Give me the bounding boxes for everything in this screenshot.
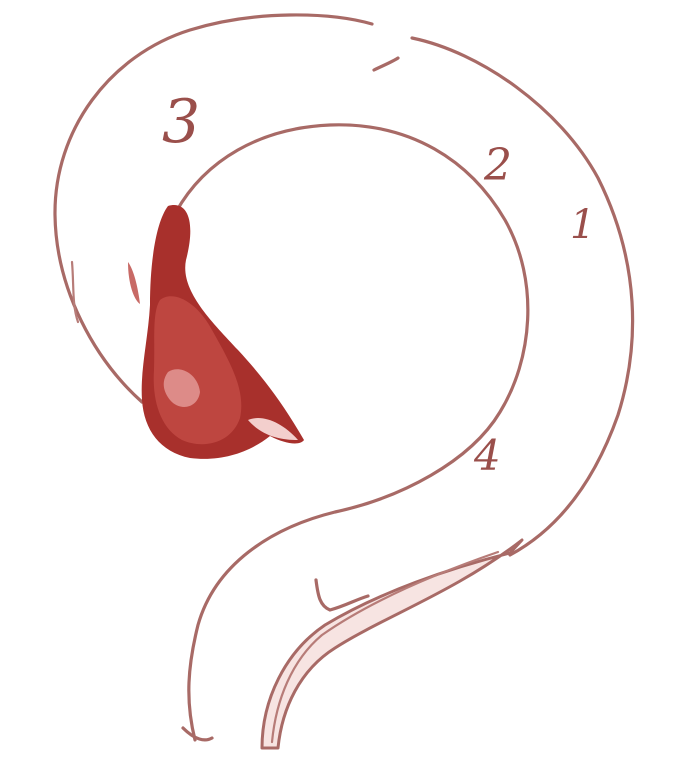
label-3: 3: [162, 87, 200, 157]
label-4: 4: [473, 431, 501, 480]
red-mass-mid: [153, 296, 242, 445]
outer-loop-fragment: [372, 56, 400, 72]
lower-stem-inner-line: [270, 550, 500, 744]
stem-side-branch: [314, 578, 370, 612]
label-1: 1: [570, 202, 595, 248]
label-2: 2: [483, 140, 512, 191]
inner-loop-outline: [174, 123, 530, 742]
outer-loop-outline-right: [410, 36, 635, 557]
left-thin-contour: [70, 260, 80, 324]
red-mass-highlight: [163, 369, 200, 407]
red-mass-tuft: [128, 262, 140, 304]
outer-loop-outline: [53, 13, 374, 404]
inner-loop-terminal-hook: [181, 726, 214, 742]
red-mass-tip-light: [248, 418, 298, 440]
lower-stem: [260, 538, 524, 750]
